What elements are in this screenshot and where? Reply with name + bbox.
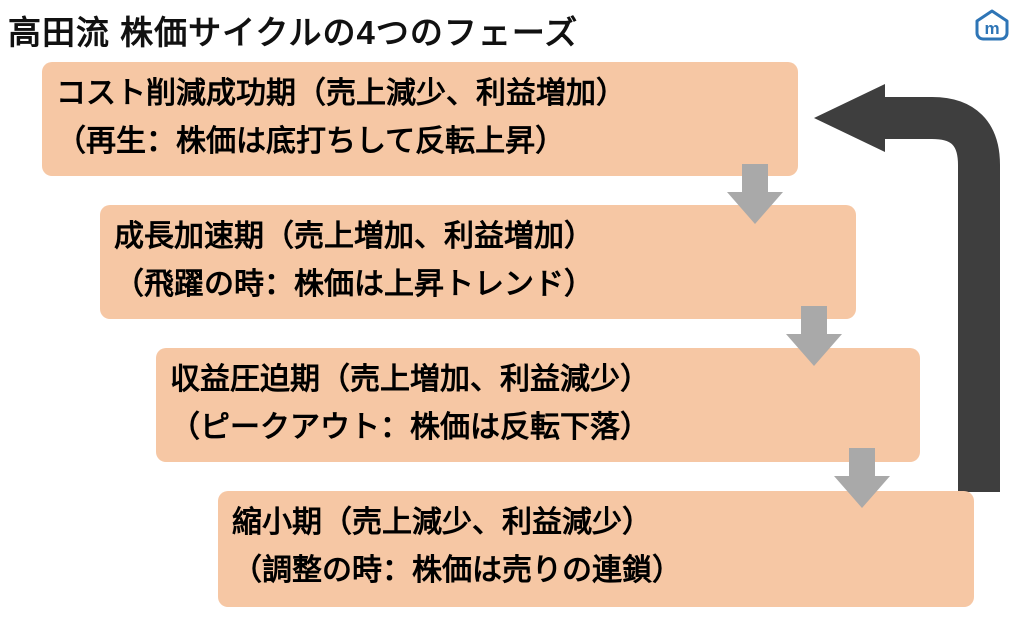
cycle-return-arrow-icon: [814, 84, 1000, 492]
crest-icon: m: [975, 9, 1009, 41]
phase-line-1: 成長加速期（売上増加、利益増加）: [114, 220, 594, 253]
logo-letter: m: [984, 19, 999, 38]
phase-line-2: （調整の時：株価は売りの連鎖）: [232, 554, 682, 587]
down-arrow-icon: [834, 448, 890, 508]
page-title: 高田流 株価サイクルの4つのフェーズ: [8, 14, 579, 51]
phase-box-profit-squeeze: 収益圧迫期（売上増加、利益減少） （ピークアウト：株価は反転下落）: [156, 348, 920, 462]
phase-line-2: （再生：株価は底打ちして反転上昇）: [56, 125, 566, 158]
phase-line-1: 縮小期（売上減少、利益減少）: [232, 506, 652, 539]
phase-line-2: （飛躍の時：株価は上昇トレンド）: [114, 268, 594, 301]
phase-box-contraction: 縮小期（売上減少、利益減少） （調整の時：株価は売りの連鎖）: [218, 491, 974, 607]
down-arrow-icon: [727, 164, 783, 224]
phase-line-2: （ピークアウト：株価は反転下落）: [170, 411, 650, 444]
phase-box-cost-reduction: コスト削減成功期（売上減少、利益増加） （再生：株価は底打ちして反転上昇）: [42, 62, 798, 176]
phase-line-1: 収益圧迫期（売上増加、利益減少）: [170, 363, 650, 396]
site-logo-icon: m: [974, 8, 1010, 44]
phase-box-growth-acceleration: 成長加速期（売上増加、利益増加） （飛躍の時：株価は上昇トレンド）: [100, 205, 856, 319]
phase-line-1: コスト削減成功期（売上減少、利益増加）: [56, 77, 626, 110]
down-arrow-icon: [786, 306, 842, 366]
